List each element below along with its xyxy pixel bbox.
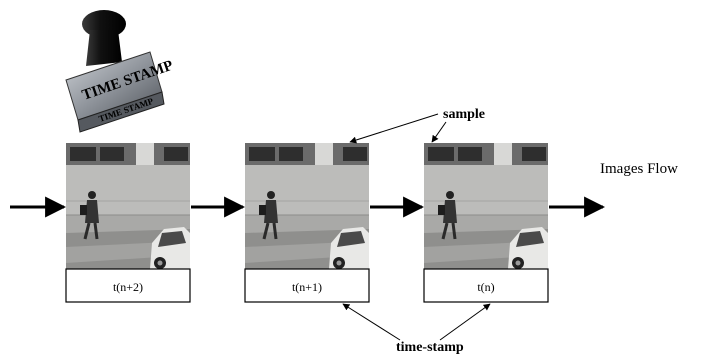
time-stamp-label: time-stamp — [396, 340, 464, 355]
time-stamp-pointer-3 — [439, 303, 491, 341]
timestamp-label-2: t(n+1) — [292, 280, 322, 294]
frame-1: t(n+2) — [64, 141, 192, 303]
street-photo-3 — [422, 141, 550, 271]
frame-2: t(n+1) — [243, 141, 371, 303]
time-stamp-pointer-2 — [342, 303, 401, 341]
timestamp-label-3: t(n) — [477, 280, 494, 294]
sample-pointer-2 — [349, 113, 439, 144]
street-photo-2 — [243, 141, 371, 271]
timestamp-box-3 — [423, 268, 549, 303]
images-flow-label: Images Flow — [600, 161, 678, 177]
street-photo-1 — [64, 141, 192, 271]
rubber-stamp-icon: TIME STAMP TIME STAMP — [65, 10, 175, 133]
frame-3: t(n) — [422, 141, 550, 303]
timestamp-box-2 — [244, 268, 370, 303]
timestamp-label-1: t(n+2) — [113, 280, 143, 294]
sample-pointer-3 — [431, 121, 447, 143]
sample-label: sample — [443, 107, 485, 122]
timestamp-box-1 — [65, 268, 191, 303]
